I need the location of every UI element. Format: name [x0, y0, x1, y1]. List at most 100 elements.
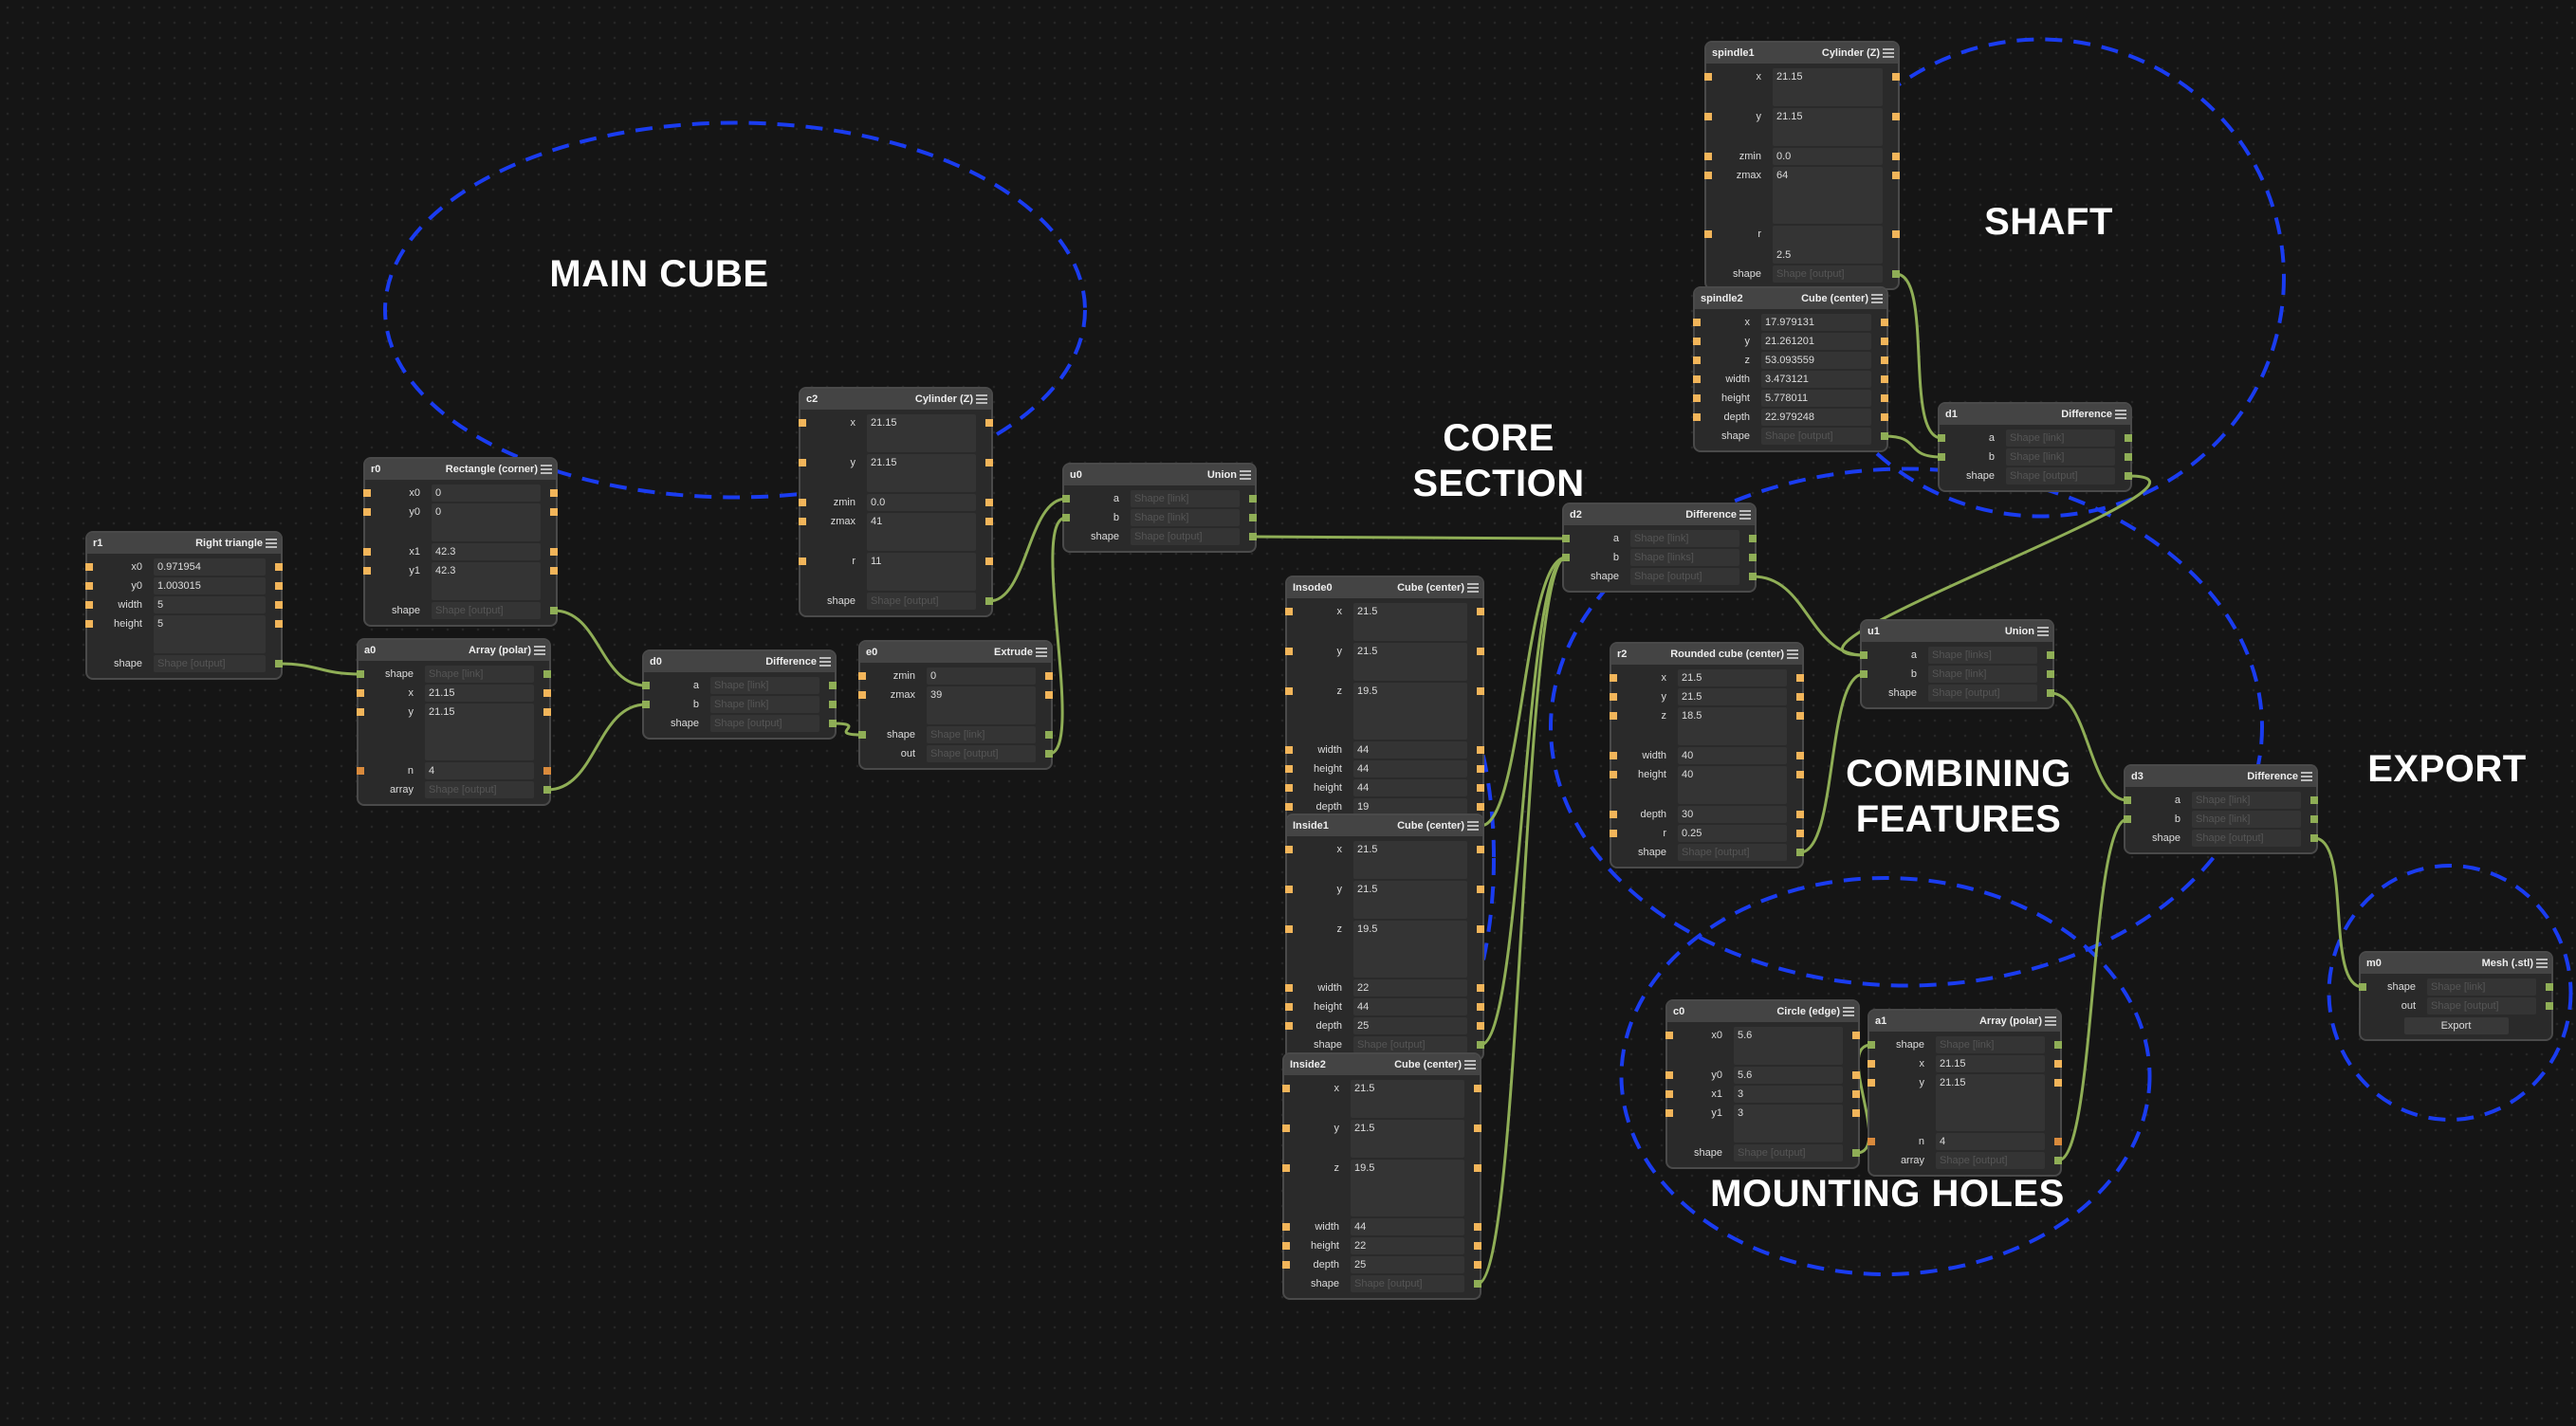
input-port[interactable]: [1693, 338, 1701, 345]
value-input[interactable]: 18.5: [1678, 707, 1787, 745]
input-port[interactable]: [1610, 674, 1617, 682]
input-port[interactable]: [1282, 1124, 1290, 1132]
value-input[interactable]: 0.971954: [154, 558, 266, 576]
output-port[interactable]: [275, 582, 283, 590]
output-port[interactable]: [1749, 554, 1757, 561]
output-port[interactable]: [1249, 514, 1257, 521]
input-port[interactable]: [1282, 1261, 1290, 1269]
output-port[interactable]: [2310, 834, 2318, 842]
output-port[interactable]: [1852, 1109, 1860, 1117]
value-input[interactable]: 0.0: [867, 494, 976, 511]
input-port[interactable]: [1285, 608, 1293, 615]
value-input[interactable]: 19.5: [1351, 1160, 1464, 1216]
output-port[interactable]: [2310, 815, 2318, 823]
output-port[interactable]: [275, 660, 283, 667]
input-port[interactable]: [1285, 803, 1293, 811]
value-input[interactable]: 21.5: [1351, 1120, 1464, 1158]
output-port[interactable]: [1881, 432, 1888, 440]
output-port[interactable]: [275, 620, 283, 628]
output-port[interactable]: [1477, 608, 1484, 615]
output-port[interactable]: [1045, 731, 1053, 739]
input-port[interactable]: [1704, 113, 1712, 120]
value-input[interactable]: 21.5: [1678, 669, 1787, 686]
output-port[interactable]: [2125, 434, 2132, 442]
input-port[interactable]: [85, 563, 93, 571]
value-input[interactable]: 17.979131: [1761, 314, 1871, 331]
output-port[interactable]: [1477, 886, 1484, 893]
output-port[interactable]: [2125, 453, 2132, 461]
input-port[interactable]: [1285, 648, 1293, 655]
input-port[interactable]: [1704, 230, 1712, 238]
output-port[interactable]: [2047, 670, 2054, 678]
output-port[interactable]: [543, 670, 551, 678]
output-port[interactable]: [1796, 712, 1804, 720]
value-input[interactable]: 11: [867, 553, 976, 591]
menu-icon[interactable]: [819, 657, 831, 667]
input-port[interactable]: [799, 558, 806, 565]
input-port[interactable]: [1665, 1071, 1673, 1079]
input-port[interactable]: [1282, 1223, 1290, 1231]
value-input[interactable]: 22: [1353, 979, 1467, 996]
input-port[interactable]: [1693, 394, 1701, 402]
input-port[interactable]: [2359, 983, 2366, 991]
menu-icon[interactable]: [266, 539, 277, 548]
value-input[interactable]: 22: [1351, 1237, 1464, 1254]
value-input[interactable]: 0: [432, 484, 541, 502]
input-port[interactable]: [1704, 73, 1712, 81]
input-port[interactable]: [1285, 984, 1293, 992]
value-input[interactable]: 5: [154, 596, 266, 613]
input-port[interactable]: [1562, 535, 1570, 542]
wire-d3-shape-to-m0-shape[interactable]: [2313, 836, 2364, 989]
wire-spindle2-shape-to-d1-b[interactable]: [1884, 434, 1942, 459]
input-port[interactable]: [85, 601, 93, 609]
output-port[interactable]: [1881, 319, 1888, 326]
output-port[interactable]: [550, 508, 558, 516]
output-port[interactable]: [1477, 1003, 1484, 1011]
output-port[interactable]: [1477, 648, 1484, 655]
value-input[interactable]: 21.5: [1353, 841, 1467, 879]
input-port[interactable]: [1285, 687, 1293, 695]
value-input[interactable]: 39: [927, 686, 1036, 724]
output-port[interactable]: [985, 499, 993, 506]
output-port[interactable]: [1474, 1164, 1481, 1172]
value-input[interactable]: 21.5: [1351, 1080, 1464, 1118]
value-input[interactable]: 41: [867, 513, 976, 551]
input-port[interactable]: [1868, 1060, 1875, 1068]
output-port[interactable]: [1892, 230, 1900, 238]
input-port[interactable]: [1610, 830, 1617, 837]
output-port[interactable]: [1477, 765, 1484, 773]
value-input[interactable]: 25: [1353, 1017, 1467, 1034]
input-port[interactable]: [799, 499, 806, 506]
value-input[interactable]: 0: [927, 667, 1036, 685]
value-input[interactable]: 0.0: [1773, 148, 1883, 165]
output-port[interactable]: [1477, 784, 1484, 792]
output-port[interactable]: [1249, 495, 1257, 503]
value-input[interactable]: 64: [1773, 167, 1883, 224]
input-port[interactable]: [363, 548, 371, 556]
input-port[interactable]: [1665, 1090, 1673, 1098]
export-button[interactable]: Export: [2403, 1017, 2509, 1034]
output-port[interactable]: [275, 601, 283, 609]
output-port[interactable]: [1477, 846, 1484, 853]
value-input[interactable]: 0: [432, 503, 541, 541]
input-port[interactable]: [1285, 886, 1293, 893]
value-input[interactable]: 42.3: [432, 543, 541, 560]
value-input[interactable]: 40: [1678, 747, 1787, 764]
output-port[interactable]: [1796, 674, 1804, 682]
output-port[interactable]: [275, 563, 283, 571]
